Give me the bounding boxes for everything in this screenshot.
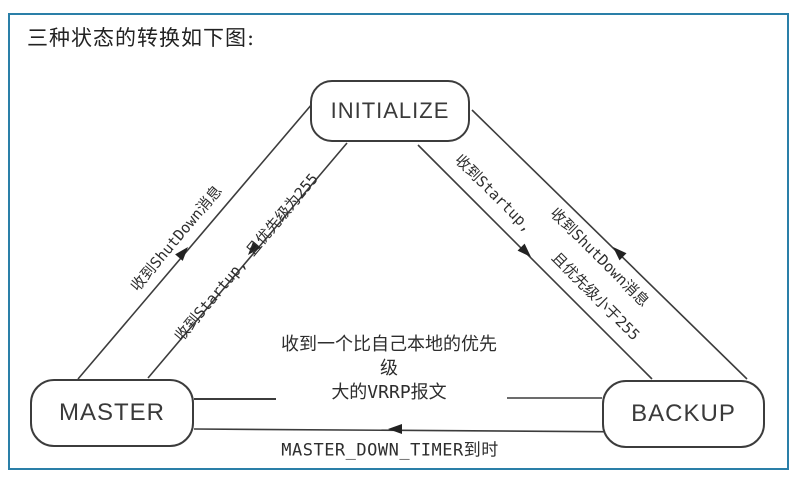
state-node-initialize-label: INITIALIZE <box>330 98 450 123</box>
state-node-initialize: INITIALIZE <box>310 80 470 142</box>
edge-line-backup-to-initialize <box>471 109 748 380</box>
edge-line-master-to-initialize <box>77 96 319 380</box>
arrowhead-master-to-initialize <box>175 247 188 261</box>
arrowhead-backup-to-master <box>388 424 402 434</box>
edge-label-master-to-backup: 收到一个比自己本地的优先 级 大的VRRP报文 <box>248 333 530 405</box>
edge-line-initialize-to-backup <box>417 144 653 380</box>
state-node-backup-label: BACKUP <box>631 400 736 427</box>
state-node-master: MASTER <box>30 379 194 447</box>
edge-label-backup-to-master: MASTER_DOWN_TIMER到时 <box>281 440 499 461</box>
edge-label-master-to-backup-line2: 级 <box>380 358 398 379</box>
edge-line-backup-to-master <box>193 428 649 433</box>
edge-label-master-to-backup-line1: 收到一个比自己本地的优先 <box>281 334 497 355</box>
edge-line-initialize-to-master <box>147 142 348 379</box>
state-node-master-label: MASTER <box>58 399 165 426</box>
edge-label-master-to-backup-line3: 大的VRRP报文 <box>331 382 447 403</box>
arrowhead-initialize-to-master <box>248 241 261 255</box>
arrowhead-backup-to-initialize <box>613 247 627 261</box>
page-title: 三种状态的转换如下图: <box>27 26 256 50</box>
arrowhead-initialize-to-backup <box>517 243 531 257</box>
state-node-backup: BACKUP <box>602 380 765 448</box>
